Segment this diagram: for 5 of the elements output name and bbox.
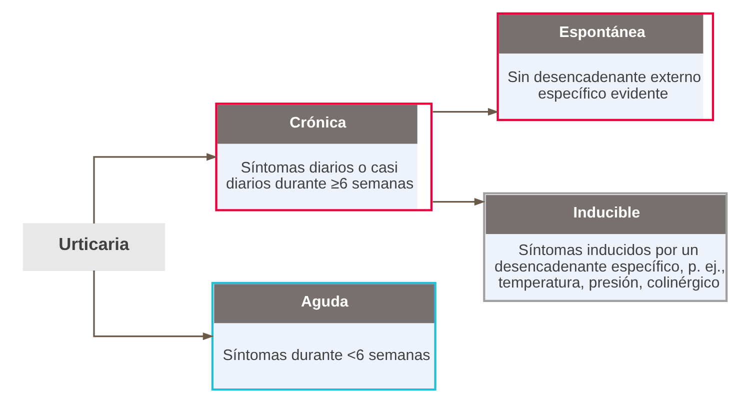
node-box: Urticaria bbox=[22, 223, 165, 272]
arrow bbox=[92, 153, 217, 224]
arrow bbox=[432, 198, 485, 206]
arrow bbox=[432, 108, 498, 116]
arrow bbox=[92, 270, 214, 340]
